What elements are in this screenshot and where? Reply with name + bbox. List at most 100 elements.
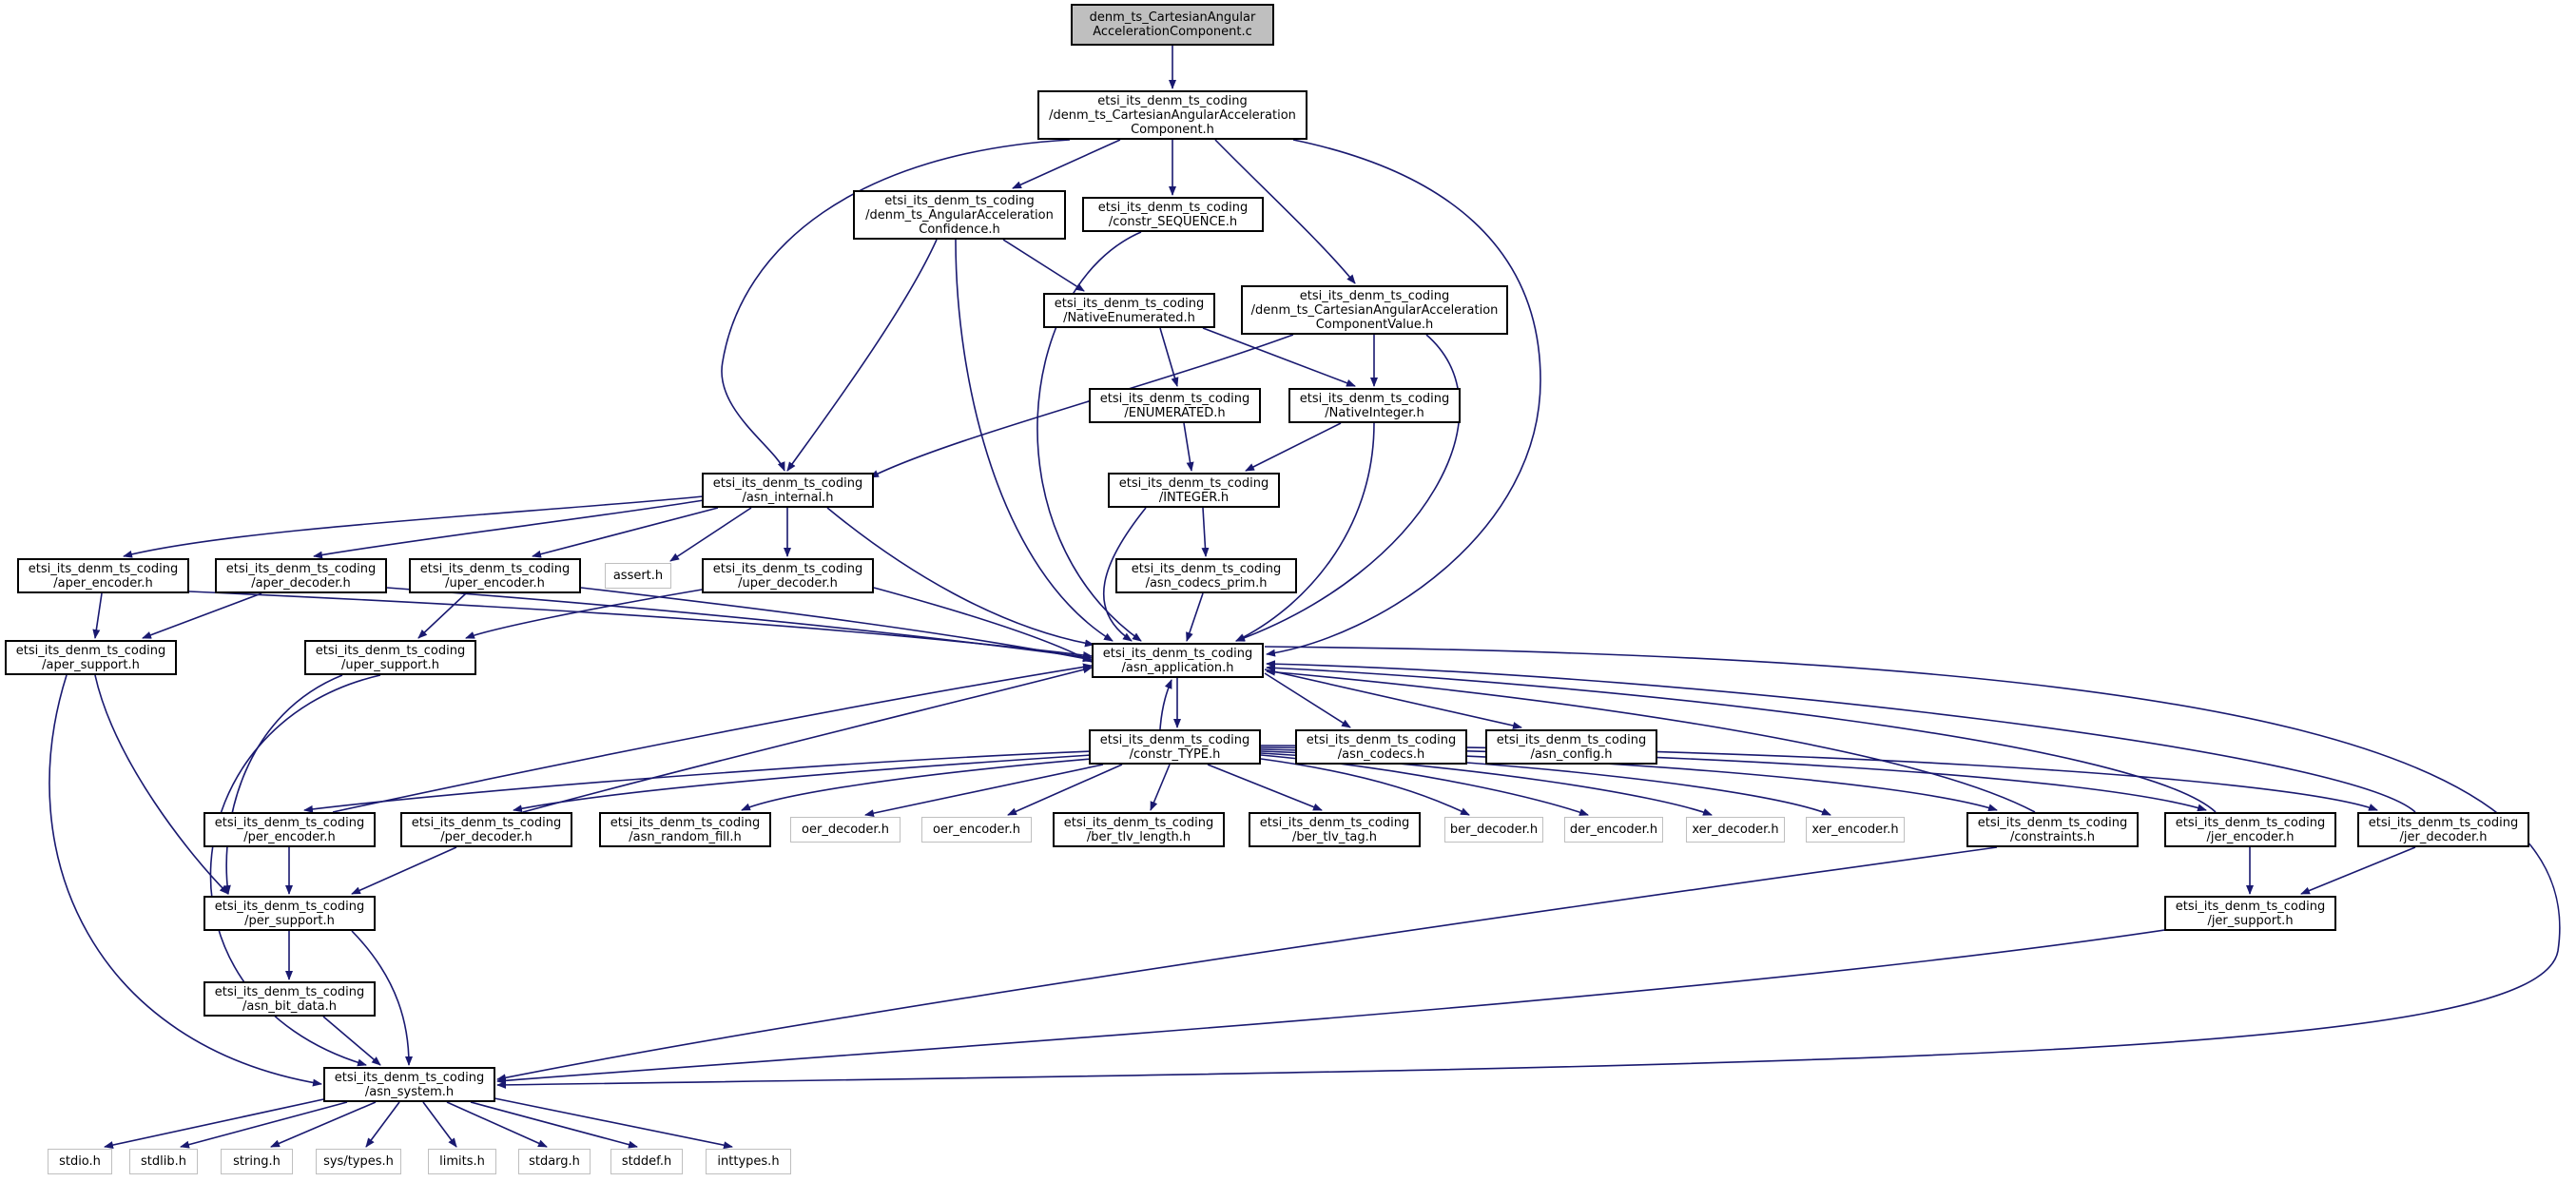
edge-asn-system-h-to-stddef-h — [470, 1101, 638, 1149]
node-jer-decoder-h[interactable]: etsi_its_denm_ts_coding/jer_decoder.h — [2357, 812, 2529, 847]
der-encoder-h-label-1: der_encoder.h — [1569, 823, 1658, 837]
edge-asn-application-h-to-asn-system-h — [496, 646, 2561, 1089]
node-uper-support-h[interactable]: etsi_its_denm_ts_coding/uper_support.h — [304, 640, 476, 675]
per-support-h-label-2: /per_support.h — [244, 913, 335, 928]
component-value-h-label-1: etsi_its_denm_ts_coding — [1299, 288, 1450, 303]
edge-asn-internal-h-to-aper-encoder-h — [123, 495, 705, 558]
jer-support-h-label-1: etsi_its_denm_ts_coding — [2175, 899, 2326, 914]
node-aper-decoder-h[interactable]: etsi_its_denm_ts_coding/aper_decoder.h — [215, 558, 387, 593]
inttypes-h-label-1: inttypes.h — [717, 1154, 780, 1169]
node-ber-tlv-length-h[interactable]: etsi_its_denm_ts_coding/ber_tlv_length.h — [1053, 812, 1225, 847]
edge-native-enumerated-h-to-native-integer-h — [1202, 327, 1356, 387]
node-per-encoder-h[interactable]: etsi_its_denm_ts_coding/per_encoder.h — [203, 812, 376, 847]
uper-encoder-h-label-1: etsi_its_denm_ts_coding — [419, 561, 571, 576]
node-ber-tlv-tag-h[interactable]: etsi_its_denm_ts_coding/ber_tlv_tag.h — [1249, 812, 1421, 847]
ber-tlv-tag-h-label-1: etsi_its_denm_ts_coding — [1259, 815, 1410, 830]
uper-decoder-h-label-1: etsi_its_denm_ts_coding — [712, 561, 863, 576]
aper-decoder-h-label-2: /aper_decoder.h — [251, 575, 351, 591]
ber-tlv-length-h-label-1: etsi_its_denm_ts_coding — [1063, 815, 1214, 830]
jer-decoder-h-label-1: etsi_its_denm_ts_coding — [2368, 815, 2519, 830]
node-ber-decoder-h: ber_decoder.h — [1444, 817, 1543, 843]
constr-sequence-h-label-2: /constr_SEQUENCE.h — [1108, 214, 1238, 229]
node-aper-support-h[interactable]: etsi_its_denm_ts_coding/aper_support.h — [5, 640, 177, 675]
edge-angular-confidence-h-to-asn-application-h — [955, 239, 1114, 642]
node-constr-type-h[interactable]: etsi_its_denm_ts_coding/constr_TYPE.h — [1089, 729, 1261, 765]
node-angular-confidence-h[interactable]: etsi_its_denm_ts_coding/denm_ts_AngularA… — [853, 190, 1066, 240]
node-aper-encoder-h[interactable]: etsi_its_denm_ts_coding/aper_encoder.h — [17, 558, 189, 593]
node-per-support-h[interactable]: etsi_its_denm_ts_coding/per_support.h — [203, 896, 376, 931]
edge-constr-type-h-to-ber-tlv-length-h — [1150, 764, 1171, 811]
node-asn-random-fill-h[interactable]: etsi_its_denm_ts_coding/asn_random_fill.… — [599, 812, 771, 847]
edge-constr-sequence-h-to-asn-application-h — [1036, 231, 1142, 642]
constraints-h-label-1: etsi_its_denm_ts_coding — [1977, 815, 2128, 830]
jer-encoder-h-label-1: etsi_its_denm_ts_coding — [2175, 815, 2326, 830]
asn-system-h-label-2: /asn_system.h — [364, 1084, 455, 1099]
native-integer-h-label-1: etsi_its_denm_ts_coding — [1299, 391, 1450, 406]
integer-h-label-1: etsi_its_denm_ts_coding — [1118, 475, 1269, 491]
node-asn-codecs-h[interactable]: etsi_its_denm_ts_coding/asn_codecs.h — [1295, 729, 1467, 765]
node-uper-encoder-h[interactable]: etsi_its_denm_ts_coding/uper_encoder.h — [409, 558, 581, 593]
edge-asn-codecs-prim-h-to-asn-application-h — [1186, 592, 1204, 642]
edge-asn-internal-h-to-asn-application-h — [826, 507, 1094, 648]
limits-h-label-1: limits.h — [439, 1154, 485, 1169]
node-asn-config-h[interactable]: etsi_its_denm_ts_coding/asn_config.h — [1485, 729, 1657, 765]
aper-support-h-label-2: /aper_support.h — [42, 657, 140, 672]
per-decoder-h-label-2: /per_decoder.h — [440, 829, 533, 844]
node-limits-h: limits.h — [428, 1149, 496, 1174]
edge-per-encoder-h-to-asn-application-h — [332, 663, 1093, 813]
edge-asn-internal-h-to-assert-h — [669, 507, 752, 562]
per-support-h-label-1: etsi_its_denm_ts_coding — [214, 899, 365, 914]
edge-asn-system-h-to-limits-h — [422, 1101, 457, 1148]
asn-bit-data-h-label-2: /asn_bit_data.h — [242, 998, 337, 1014]
node-integer-h[interactable]: etsi_its_denm_ts_coding/INTEGER.h — [1108, 473, 1280, 508]
edge-asn-system-h-to-sys-types-h — [365, 1101, 400, 1148]
asn-config-h-label-1: etsi_its_denm_ts_coding — [1496, 732, 1647, 747]
node-jer-support-h[interactable]: etsi_its_denm_ts_coding/jer_support.h — [2164, 896, 2336, 931]
node-constr-sequence-h[interactable]: etsi_its_denm_ts_coding/constr_SEQUENCE.… — [1082, 197, 1264, 232]
edge-asn-application-h-to-asn-codecs-h — [1264, 672, 1351, 728]
edge-aper-support-h-to-per-support-h — [94, 674, 229, 895]
cartesian-component-h-label-3: Component.h — [1131, 122, 1214, 137]
node-native-enumerated-h[interactable]: etsi_its_denm_ts_coding/NativeEnumerated… — [1043, 293, 1215, 328]
node-oer-encoder-h: oer_encoder.h — [921, 817, 1032, 843]
node-stdarg-h: stdarg.h — [518, 1149, 591, 1174]
node-constraints-h[interactable]: etsi_its_denm_ts_coding/constraints.h — [1966, 812, 2139, 847]
node-cartesian-component-h[interactable]: etsi_its_denm_ts_coding/denm_ts_Cartesia… — [1037, 90, 1307, 140]
node-enumerated-h[interactable]: etsi_its_denm_ts_coding/ENUMERATED.h — [1089, 388, 1261, 423]
node-native-integer-h[interactable]: etsi_its_denm_ts_coding/NativeInteger.h — [1288, 388, 1461, 423]
stdlib-h-label-1: stdlib.h — [141, 1154, 186, 1169]
node-asn-application-h[interactable]: etsi_its_denm_ts_coding/asn_application.… — [1092, 643, 1264, 678]
constr-type-h-label-1: etsi_its_denm_ts_coding — [1099, 732, 1250, 747]
node-component-value-h[interactable]: etsi_its_denm_ts_coding/denm_ts_Cartesia… — [1241, 285, 1508, 335]
root-label-2: AccelerationComponent.c — [1093, 25, 1252, 39]
edge-native-integer-h-to-asn-application-h — [1235, 422, 1375, 642]
edge-angular-confidence-h-to-native-enumerated-h — [1002, 239, 1085, 292]
node-asn-bit-data-h[interactable]: etsi_its_denm_ts_coding/asn_bit_data.h — [203, 981, 376, 1017]
edge-asn-system-h-to-stdarg-h — [446, 1101, 548, 1148]
asn-codecs-h-label-2: /asn_codecs.h — [1337, 746, 1425, 762]
node-asn-codecs-prim-h[interactable]: etsi_its_denm_ts_coding/asn_codecs_prim.… — [1115, 558, 1297, 593]
component-value-h-label-3: ComponentValue.h — [1315, 317, 1434, 332]
node-string-h: string.h — [221, 1149, 293, 1174]
per-encoder-h-label-2: /per_encoder.h — [243, 829, 336, 844]
asn-config-h-label-2: /asn_config.h — [1530, 746, 1613, 762]
jer-encoder-h-label-2: /jer_encoder.h — [2206, 829, 2295, 844]
string-h-label-1: string.h — [233, 1154, 281, 1169]
node-jer-encoder-h[interactable]: etsi_its_denm_ts_coding/jer_encoder.h — [2164, 812, 2336, 847]
node-asn-internal-h[interactable]: etsi_its_denm_ts_coding/asn_internal.h — [702, 473, 874, 508]
aper-decoder-h-label-1: etsi_its_denm_ts_coding — [225, 561, 377, 576]
edge-constr-type-h-to-ber-tlv-tag-h — [1207, 764, 1323, 811]
node-per-decoder-h[interactable]: etsi_its_denm_ts_coding/per_decoder.h — [400, 812, 572, 847]
asn-random-fill-h-label-1: etsi_its_denm_ts_coding — [610, 815, 761, 830]
node-stdio-h: stdio.h — [48, 1149, 112, 1174]
edge-constr-type-h-to-asn-random-fill-h — [741, 758, 1093, 811]
stddef-h-label-1: stddef.h — [621, 1154, 672, 1169]
per-decoder-h-label-1: etsi_its_denm_ts_coding — [411, 815, 562, 830]
node-uper-decoder-h[interactable]: etsi_its_denm_ts_coding/uper_decoder.h — [702, 558, 874, 593]
node-asn-system-h[interactable]: etsi_its_denm_ts_coding/asn_system.h — [323, 1067, 495, 1102]
edge-constr-type-h-to-asn-application-h — [1159, 679, 1172, 730]
edge-per-support-h-to-asn-system-h — [351, 930, 413, 1066]
jer-decoder-h-label-2: /jer_decoder.h — [2399, 829, 2488, 844]
